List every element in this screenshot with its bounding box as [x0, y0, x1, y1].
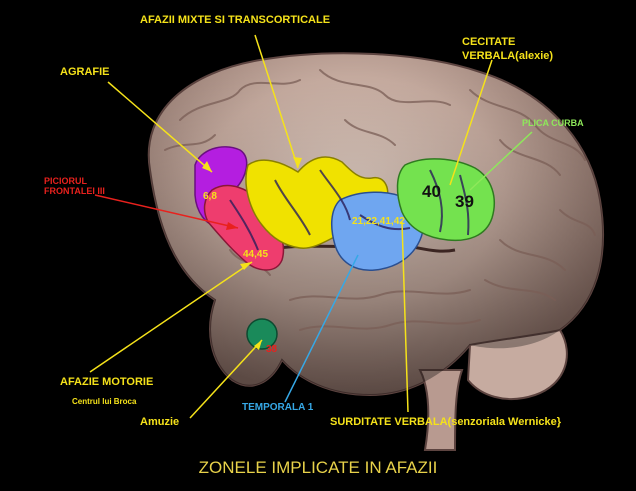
area-number-38: 38 — [266, 344, 277, 355]
brainstem — [420, 370, 462, 450]
label-cecitate-line1: CECITATE — [462, 36, 515, 49]
label-piciorul-line1: PICIORUL — [44, 176, 87, 186]
page-title: ZONELE IMPLICATE IN AFAZII — [0, 458, 636, 478]
area-number-40: 40 — [422, 182, 441, 202]
label-piciorul-line2: FRONTALEI III — [44, 186, 105, 196]
label-amuzie: Amuzie — [140, 416, 179, 429]
label-afazie-motorie: AFAZIE MOTORIE — [60, 376, 153, 389]
label-surditate: SURDITATE VERBALA(senzoriala Wernicke} — [330, 416, 561, 429]
label-centrul-broca: Centrul lui Broca — [72, 397, 136, 406]
label-cecitate-line2: VERBALA(alexie) — [462, 50, 553, 63]
area-number-39: 39 — [455, 192, 474, 212]
area-number-21-22-41-42: 21,22,41,42 — [352, 216, 405, 227]
label-agrafie: AGRAFIE — [60, 66, 110, 79]
label-afazii-mixte: AFAZII MIXTE SI TRANSCORTICALE — [140, 14, 330, 27]
area-number-6-8: 6,8 — [203, 191, 217, 202]
label-plica-curba: PLICA CURBA — [522, 118, 584, 128]
area-number-44-45: 44,45 — [243, 249, 268, 260]
label-temporala: TEMPORALA 1 — [242, 402, 313, 414]
